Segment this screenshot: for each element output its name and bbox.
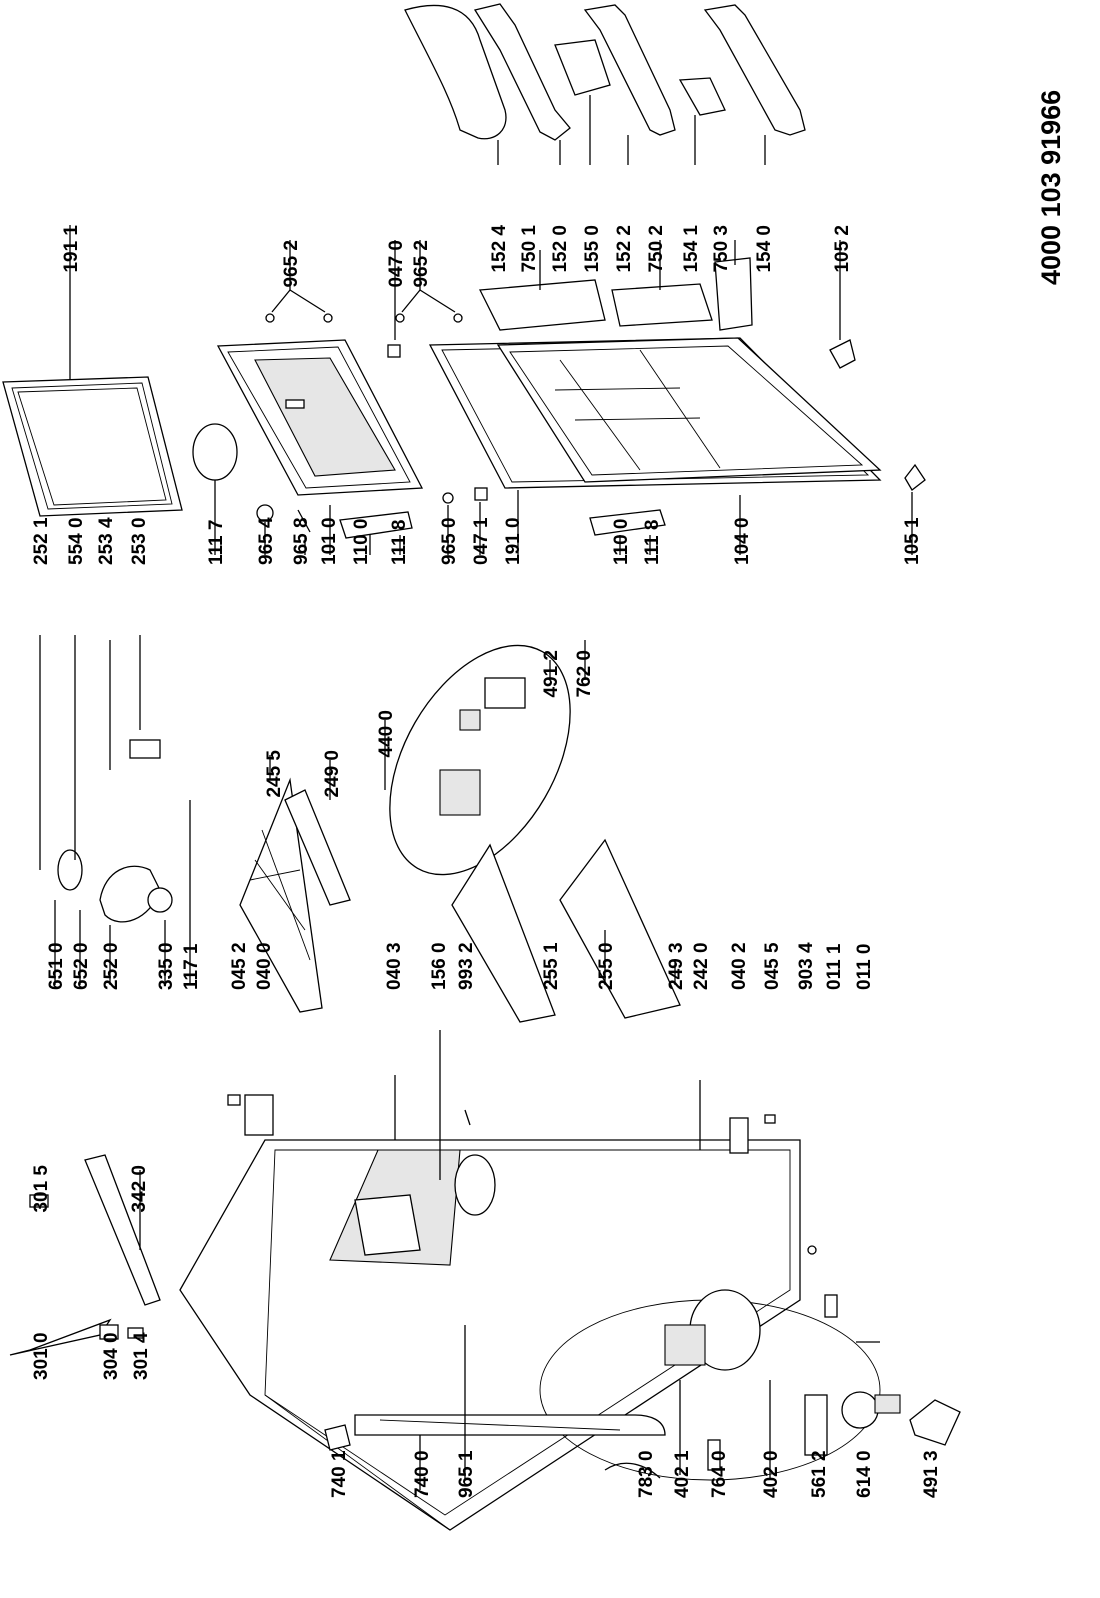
part-label: 651 0 (46, 942, 67, 990)
part-label: 252 0 (101, 942, 122, 990)
part-label: 152 0 (550, 225, 571, 273)
part-label: 249 3 (666, 942, 687, 990)
evaporator-grid (239, 777, 351, 1013)
document-code: 4000 103 91966 (1036, 90, 1066, 285)
part-label: 255 0 (596, 942, 617, 990)
part-label: 402 0 (761, 1450, 782, 1498)
part-label: 047 0 (386, 240, 407, 288)
part-label: 152 4 (489, 225, 510, 273)
part-label: 750 2 (646, 225, 667, 273)
freezer-door (216, 339, 424, 496)
part-label: 255 1 (541, 942, 562, 990)
part-label: 245 5 (264, 750, 285, 798)
part-label: 045 2 (229, 942, 250, 990)
part-label: 740 0 (412, 1450, 433, 1498)
part-label: 783 0 (636, 1450, 657, 1498)
part-label: 965 2 (411, 240, 432, 288)
part-label: 614 0 (854, 1450, 875, 1498)
top-cover (9, 1154, 161, 1356)
part-label: 762 0 (574, 650, 595, 698)
part-label: 040 3 (384, 942, 405, 990)
part-label: 301 0 (31, 1332, 52, 1380)
part-label: 750 1 (519, 225, 540, 273)
part-label: 242 0 (691, 942, 712, 990)
part-label: 491 2 (541, 650, 562, 698)
leader-lines (39, 95, 913, 1490)
part-label: 440 0 (376, 710, 397, 758)
part-drawings (2, 3, 961, 1531)
part-label: 047 1 (471, 517, 492, 565)
part-label: 111 8 (389, 520, 410, 565)
door-handles (339, 509, 666, 539)
part-label: 965 8 (291, 517, 312, 565)
fridge-door (496, 337, 882, 483)
part-label: 301 5 (31, 1165, 52, 1213)
part-label: 253 4 (96, 517, 117, 565)
electrical-parts (804, 1391, 961, 1456)
part-label: 111 7 (206, 520, 227, 565)
part-label: 335 0 (156, 942, 177, 990)
part-label: 111 8 (642, 520, 663, 565)
bottom-hinge (729, 1114, 880, 1343)
part-label: 491 3 (921, 1450, 942, 1498)
top-hinge (227, 1094, 471, 1136)
part-label: 750 3 (711, 225, 732, 273)
part-label: 965 4 (256, 517, 277, 565)
small-hardware (192, 313, 926, 533)
lamp-assembly (57, 739, 173, 923)
part-label: 252 1 (31, 517, 52, 565)
glass-shelves (451, 838, 681, 1023)
part-label: 554 0 (66, 517, 87, 565)
part-label: 342 0 (129, 1165, 150, 1213)
part-label: 104 0 (732, 517, 753, 565)
part-label: 040 2 (729, 942, 750, 990)
part-label: 011 1 (824, 943, 845, 990)
part-label: 105 1 (902, 517, 923, 565)
part-label: 652 0 (71, 942, 92, 990)
part-label: 045 5 (762, 942, 783, 990)
part-label: 156 0 (429, 942, 450, 990)
part-label: 110 0 (351, 519, 372, 566)
part-label: 011 0 (854, 944, 875, 991)
part-label: 903 4 (796, 942, 817, 990)
part-label: 152 2 (614, 225, 635, 273)
part-label: 117 1 (181, 943, 202, 990)
part-label: 154 1 (681, 225, 702, 273)
part-label: 965 2 (281, 240, 302, 288)
door-bins (404, 3, 806, 141)
part-label: 154 0 (754, 225, 775, 273)
part-label: 740 1 (329, 1450, 350, 1498)
part-label: 253 0 (129, 517, 150, 565)
part-label: 993 2 (456, 942, 477, 990)
part-label: 304 0 (101, 1332, 122, 1380)
part-label: 561 2 (809, 1450, 830, 1498)
part-label: 301 4 (131, 1332, 152, 1380)
part-label: 191 1 (61, 225, 82, 273)
part-label: 101 0 (319, 517, 340, 565)
part-label: 249 0 (322, 750, 343, 798)
part-label: 155 0 (582, 225, 603, 273)
condenser (324, 1414, 721, 1479)
door-shelf-holders (478, 257, 753, 331)
part-label: 110 0 (611, 519, 632, 566)
control-unit (389, 644, 571, 876)
part-label: 965 0 (439, 517, 460, 565)
gasket-freezer (2, 376, 183, 517)
part-label: 402 1 (672, 1450, 693, 1498)
part-label: 764 0 (709, 1450, 730, 1498)
part-label: 191 0 (503, 517, 524, 565)
part-label: 040 0 (254, 942, 275, 990)
part-label: 105 2 (832, 225, 853, 273)
part-label: 965 1 (456, 1450, 477, 1498)
